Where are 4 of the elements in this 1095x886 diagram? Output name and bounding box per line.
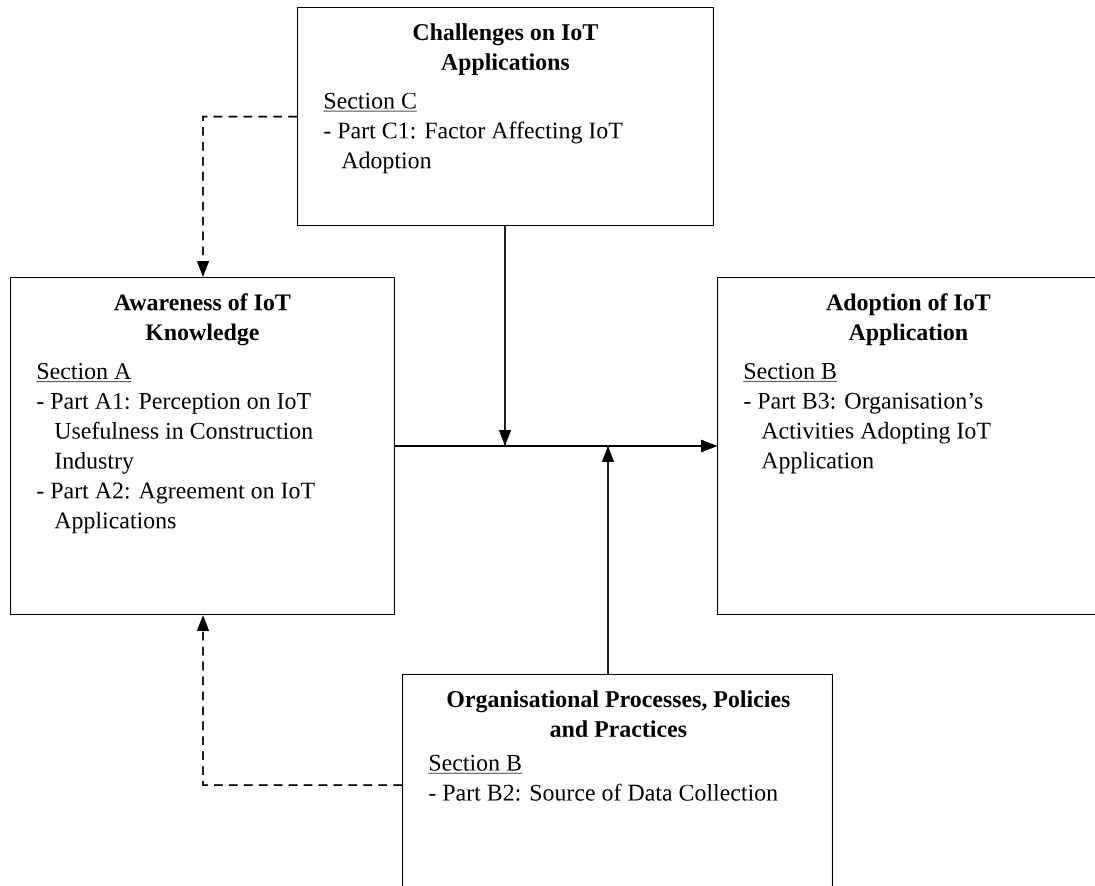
concept-box: Challenges on IoT Applications Section C - Part C1: Factor Affecting IoT Adoption: [297, 7, 714, 226]
concept-box: Organisational Processes, Policies and Practices Section B - Part B2: Source of Data Collection: [402, 674, 833, 886]
concept-box: Adoption of IoT Application Section B - Part B3: Organisation’s Activities Adopting IoT Application: [717, 277, 1095, 615]
concept-box: Awareness of IoT Knowledge Section A - Part A1: Perception on IoT Usefulness in Construction Industry - Part A2: Agreement on IoT Applications: [10, 277, 395, 615]
